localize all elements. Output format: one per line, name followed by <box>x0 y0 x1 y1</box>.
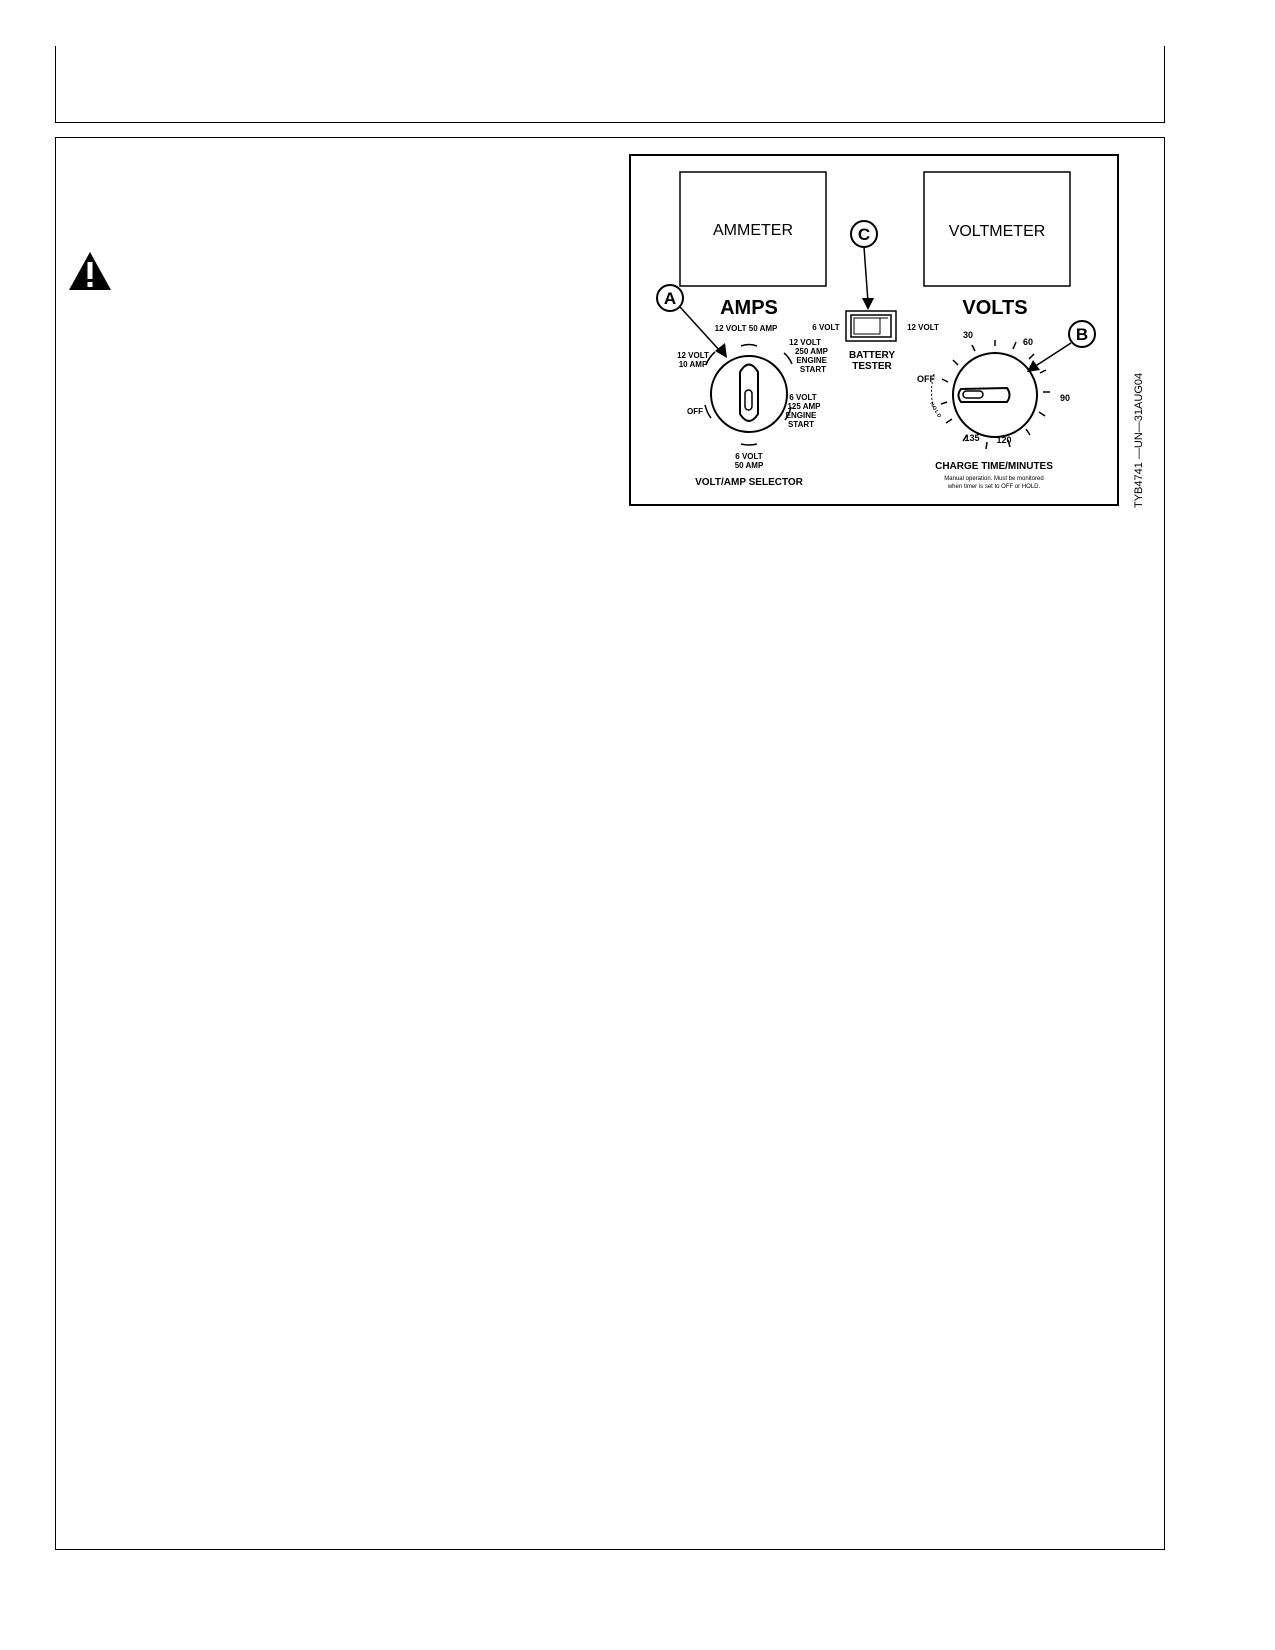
selector-6v-50a-line2: 50 AMP <box>735 461 764 470</box>
selector-12v-250a-line2: 250 AMP <box>795 347 829 356</box>
battery-charger-panel-diagram: AMMETER VOLTMETER AMPS VOLTS C 6 VOLT 12… <box>629 154 1145 508</box>
callout-b-circle <box>1068 320 1096 348</box>
charge-timer-knob <box>952 352 1038 438</box>
charge-time-caption: CHARGE TIME/MINUTES <box>935 461 1053 472</box>
selector-12v-10a-line2: 10 AMP <box>679 360 708 369</box>
timer-tick-marks <box>940 340 1050 450</box>
timer-hold-arc <box>931 373 935 411</box>
selector-12v-250a-line4: START <box>800 365 826 374</box>
selector-6v-125a-line4: START <box>788 420 814 429</box>
voltmeter-box <box>923 171 1071 287</box>
volts-label: VOLTS <box>962 297 1027 319</box>
selector-off: OFF <box>687 407 703 416</box>
selector-12v-250a-line3: ENGINE <box>796 356 827 365</box>
timer-120: 120 <box>996 435 1011 445</box>
timer-off: OFF <box>917 374 935 384</box>
timer-note-line2: when timer is set to OFF or HOLD. <box>947 484 1041 490</box>
ammeter-label: AMMETER <box>713 222 793 239</box>
switch-6-volt: 6 VOLT <box>812 323 840 332</box>
volt-amp-selector-caption: VOLT/AMP SELECTOR <box>695 477 804 488</box>
callout-a-circle <box>656 284 684 312</box>
callout-b: B <box>1076 325 1088 344</box>
selector-6v-125a-line2: 125 AMP <box>787 402 821 411</box>
battery-tester-switch <box>845 310 897 342</box>
timer-hold: HOLD <box>928 401 942 420</box>
content-frame <box>55 137 1165 1550</box>
callout-c: C <box>858 225 870 244</box>
selector-tick-marks <box>704 343 793 446</box>
volt-amp-selector-knob <box>710 355 788 433</box>
selector-6v-125a-line3: ENGINE <box>786 411 817 420</box>
timer-30: 30 <box>963 330 973 340</box>
selector-6v-125a-line1: 6 VOLT <box>789 393 817 402</box>
timer-60: 60 <box>1023 337 1033 347</box>
figure-id: TYB4741 —UN—31AUG04 <box>1133 373 1145 508</box>
selector-12v-50a: 12 VOLT 50 AMP <box>715 324 778 333</box>
timer-135: 135 <box>964 433 979 443</box>
timer-note-line1: Manual operation. Must be monitored <box>944 476 1043 482</box>
battery-tester-label-1: BATTERY <box>849 350 895 361</box>
voltmeter-label: VOLTMETER <box>949 223 1046 240</box>
panel-border <box>629 154 1119 506</box>
selector-12v-10a-line1: 12 VOLT <box>677 351 709 360</box>
selector-6v-50a-line1: 6 VOLT <box>735 452 763 461</box>
warning-triangle-icon <box>69 252 111 290</box>
ammeter-box <box>679 171 827 287</box>
amps-label: AMPS <box>720 297 778 319</box>
header-frame <box>55 46 1165 123</box>
selector-12v-250a-line1: 12 VOLT <box>789 338 821 347</box>
switch-12-volt: 12 VOLT <box>907 323 939 332</box>
callout-a: A <box>664 289 676 308</box>
timer-90: 90 <box>1060 393 1070 403</box>
battery-tester-label-2: TESTER <box>852 361 892 372</box>
